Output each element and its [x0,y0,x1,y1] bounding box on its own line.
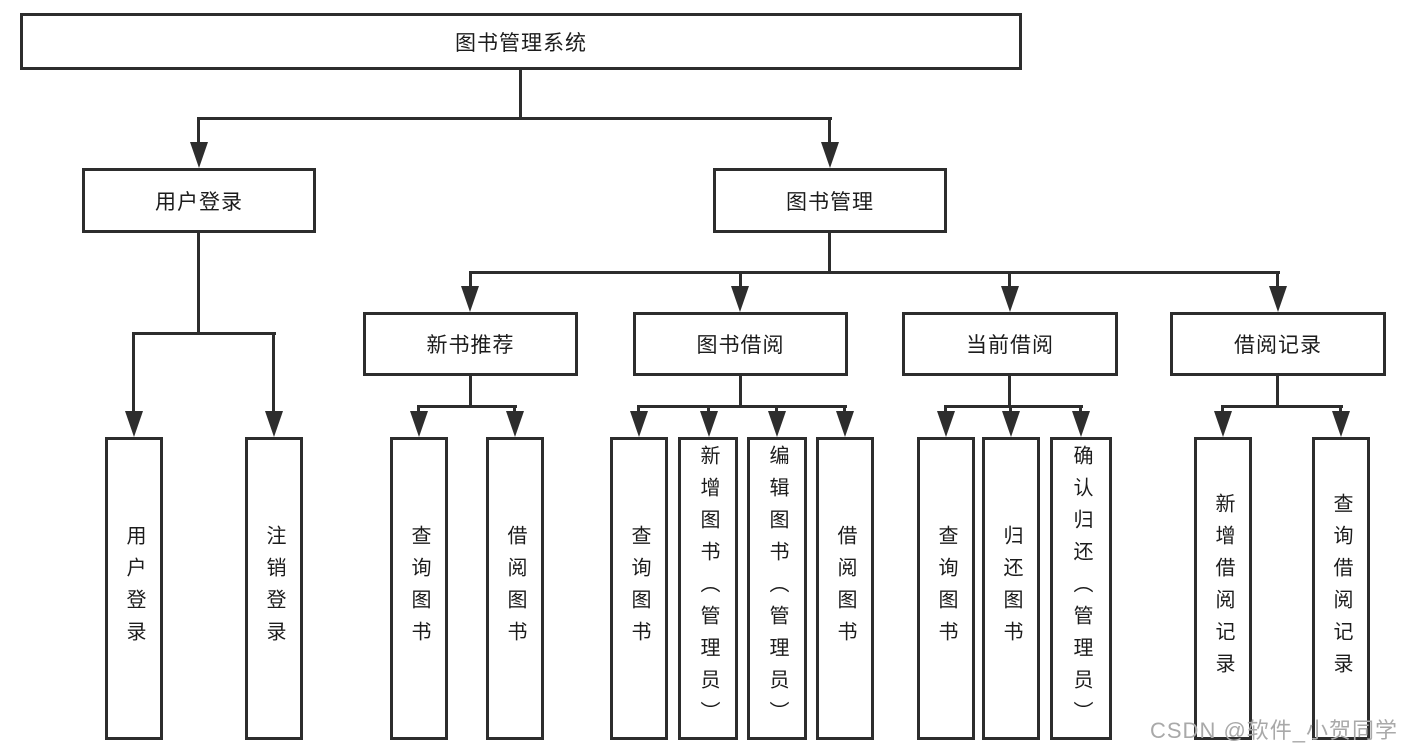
leaf-confirm-return-admin: 确认归还（管理员） [1050,437,1112,740]
arrow-down-icon [937,411,955,437]
node-user-login-label: 用户登录 [155,190,243,214]
leaf-logout-label: 注销登录 [263,524,285,653]
connector-line [944,405,947,413]
leaf-return-books-label: 归还图书 [1000,524,1022,653]
connector-line [1008,271,1011,288]
connector-line [944,405,1083,408]
leaf-current-query-books: 查询图书 [917,437,975,740]
arrow-down-icon [506,411,524,437]
leaf-return-books: 归还图书 [982,437,1040,740]
connector-line [1079,405,1082,413]
connector-line [469,376,472,408]
csdn-watermark: CSDN @软件_小贺同学 [1150,718,1399,743]
connector-line [828,233,831,274]
leaf-newbooks-borrow-books: 借阅图书 [486,437,544,740]
node-user-login: 用户登录 [82,168,316,233]
connector-line [1276,271,1279,288]
leaf-edit-books-admin: 编辑图书（管理员） [747,437,807,740]
leaf-user-login-label: 用户登录 [123,524,145,653]
connector-line [132,332,276,335]
arrow-down-icon [1001,286,1019,312]
leaf-query-borrow-record: 查询借阅记录 [1312,437,1370,740]
connector-line [739,376,742,408]
connector-line [775,405,778,413]
connector-line [469,271,472,288]
connector-line [707,405,710,413]
connector-line [1221,405,1343,408]
leaf-newbooks-query-books-label: 查询图书 [408,524,430,653]
connector-line [637,405,640,413]
connector-line [272,332,275,412]
node-book-management: 图书管理 [713,168,947,233]
connector-line [739,271,742,288]
leaf-borrowing-query-books-label: 查询图书 [628,524,650,653]
node-new-books: 新书推荐 [363,312,578,376]
arrow-down-icon [410,411,428,437]
node-borrowing-records-label: 借阅记录 [1234,334,1322,357]
leaf-add-books-admin: 新增图书（管理员） [678,437,738,740]
connector-line [843,405,846,413]
connector-line [417,405,420,413]
connector-line [470,271,1280,274]
leaf-current-query-books-label: 查询图书 [935,524,957,653]
leaf-logout: 注销登录 [245,437,303,740]
leaf-user-login: 用户登录 [105,437,163,740]
connector-line [417,405,517,408]
node-book-management-label: 图书管理 [786,190,874,214]
leaf-borrowing-borrow-books-label: 借阅图书 [834,524,856,653]
node-current-borrowing: 当前借阅 [902,312,1118,376]
connector-line [519,70,522,118]
arrow-down-icon [731,286,749,312]
connector-line [1339,405,1342,413]
leaf-confirm-return-admin-label: 确认归还（管理员） [1070,444,1092,733]
leaf-borrowing-borrow-books: 借阅图书 [816,437,874,740]
arrow-down-icon [700,411,718,437]
arrow-down-icon [1332,411,1350,437]
leaf-add-borrow-record-label: 新增借阅记录 [1212,492,1234,685]
connector-line [513,405,516,413]
arrow-down-icon [836,411,854,437]
leaf-edit-books-admin-label: 编辑图书（管理员） [766,444,788,733]
node-book-borrowing-label: 图书借阅 [696,334,785,357]
arrow-down-icon [125,411,143,437]
connector-line [1221,405,1224,413]
arrow-down-icon [768,411,786,437]
arrow-down-icon [265,411,283,437]
node-new-books-label: 新书推荐 [426,334,515,357]
arrow-down-icon [190,142,208,168]
node-book-borrowing: 图书借阅 [633,312,848,376]
leaf-newbooks-borrow-books-label: 借阅图书 [504,524,526,653]
leaf-borrowing-query-books: 查询图书 [610,437,668,740]
leaf-query-borrow-record-label: 查询借阅记录 [1330,492,1352,685]
leaf-add-books-admin-label: 新增图书（管理员） [697,444,719,733]
connector-line [197,117,200,144]
node-current-borrowing-label: 当前借阅 [966,334,1054,357]
node-root-label: 图书管理系统 [455,31,587,55]
connector-line [132,332,135,412]
connector-line [1009,405,1012,413]
arrow-down-icon [821,142,839,168]
leaf-newbooks-query-books: 查询图书 [390,437,448,740]
arrow-down-icon [461,286,479,312]
arrow-down-icon [1002,411,1020,437]
arrow-down-icon [630,411,648,437]
arrow-down-icon [1072,411,1090,437]
connector-line [1008,376,1011,408]
connector-line [828,117,831,144]
leaf-add-borrow-record: 新增借阅记录 [1194,437,1252,740]
connector-line [1276,376,1279,408]
node-root-system: 图书管理系统 [20,13,1022,70]
arrow-down-icon [1269,286,1287,312]
connector-line [197,233,200,335]
arrow-down-icon [1214,411,1232,437]
connector-line [197,117,832,120]
node-borrowing-records: 借阅记录 [1170,312,1386,376]
connector-line [637,405,847,408]
